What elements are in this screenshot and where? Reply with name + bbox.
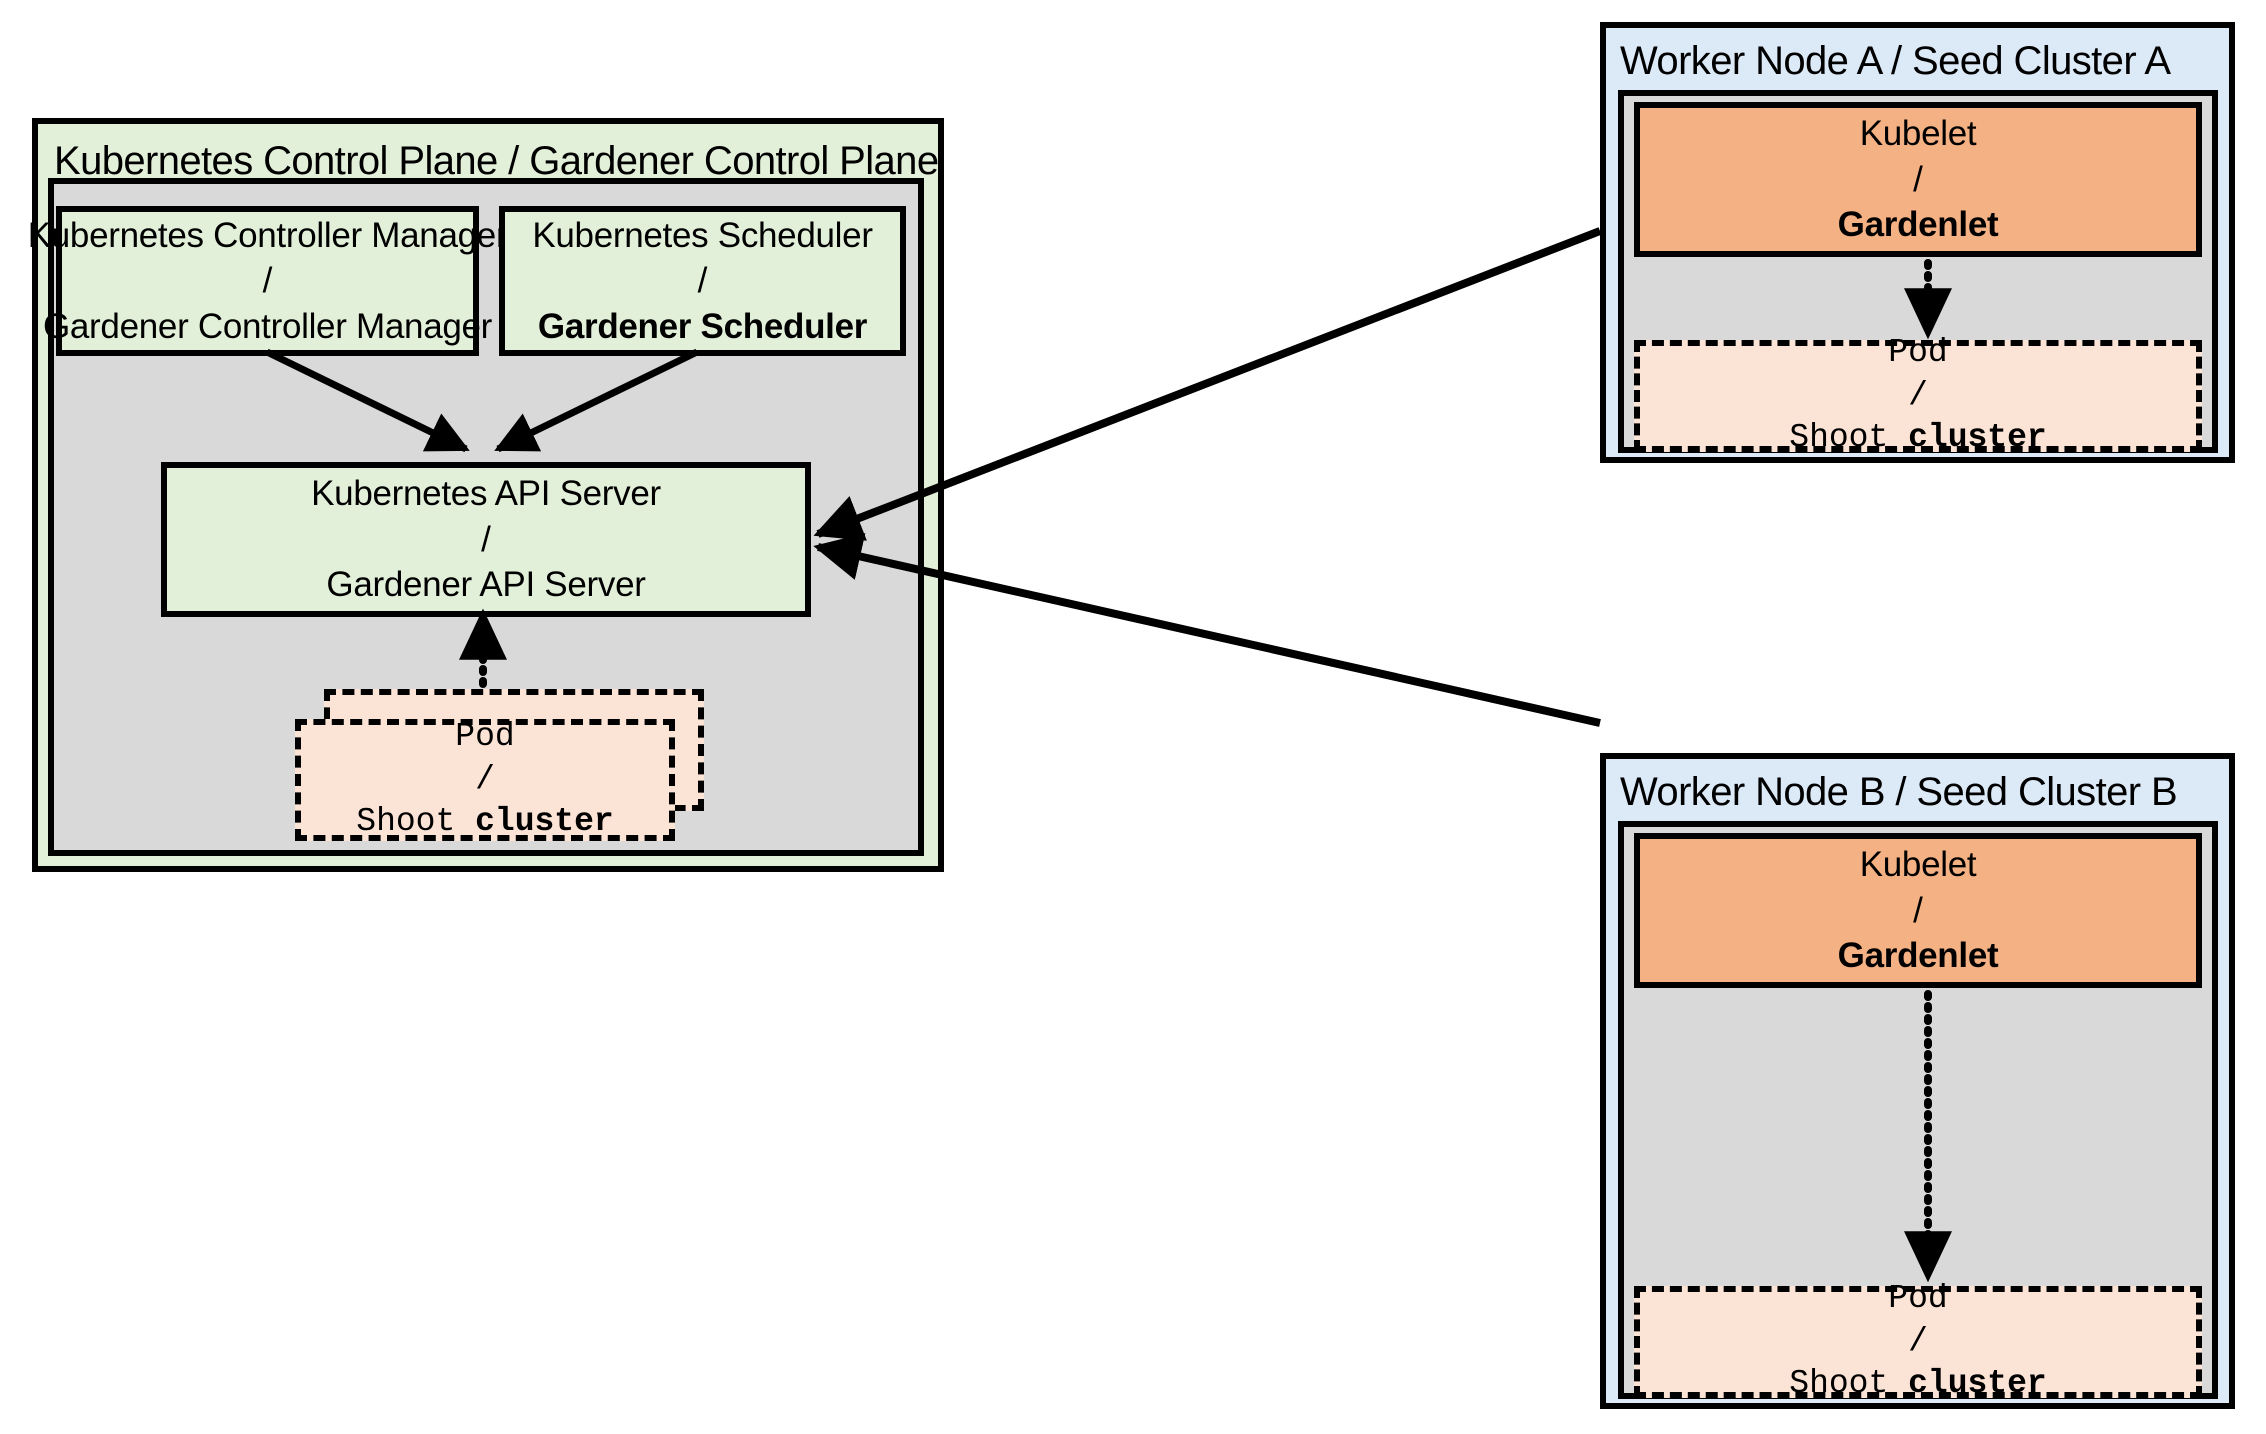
controller-manager-line1: Kubernetes Controller Manager bbox=[27, 215, 508, 255]
seed-b-pod-line1: Pod bbox=[1888, 1279, 1948, 1317]
seed-a-gardenlet-box[interactable]: Kubelet / Gardenlet bbox=[1634, 102, 2202, 257]
seed-a-pod-separator: / bbox=[1908, 376, 1928, 414]
seed-a-pod-line2: Shoot cluster bbox=[1789, 419, 2047, 457]
seed-a-gardenlet-line1: Kubelet bbox=[1859, 114, 1977, 154]
control-plane-pod-box[interactable]: Pod / Shoot cluster bbox=[295, 717, 675, 841]
seed-b-gardenlet-line2: Gardenlet bbox=[1837, 936, 1999, 976]
seed-b-pod-separator: / bbox=[1908, 1322, 1928, 1360]
seed-b-gardenlet-separator: / bbox=[1913, 890, 1923, 930]
control-plane-title: Kubernetes Control Plane / Gardener Cont… bbox=[54, 139, 939, 183]
control-plane-pod-line1: Pod bbox=[455, 717, 515, 755]
seed-b-pod-box[interactable]: Pod / Shoot cluster bbox=[1634, 1280, 2202, 1402]
kubernetes-controller-manager-box[interactable]: Kubernetes Controller Manager / Gardener… bbox=[28, 206, 508, 356]
seed-a-pod-line1: Pod bbox=[1888, 333, 1948, 371]
scheduler-line2: Gardener Scheduler bbox=[537, 306, 868, 346]
control-plane-panel: Kubernetes Control Plane / Gardener Cont… bbox=[28, 118, 944, 872]
seed-cluster-a-title: Worker Node A / Seed Cluster A bbox=[1620, 39, 2171, 83]
scheduler-line1: Kubernetes Scheduler bbox=[532, 215, 873, 255]
api-server-line2: Gardener API Server bbox=[326, 565, 646, 605]
seed-a-gardenlet-separator: / bbox=[1913, 159, 1923, 199]
api-server-line1: Kubernetes API Server bbox=[311, 474, 661, 514]
controller-manager-line2: Gardener Controller Manager bbox=[42, 306, 493, 346]
kubernetes-scheduler-box[interactable]: Kubernetes Scheduler / Gardener Schedule… bbox=[499, 206, 906, 356]
api-server-separator: / bbox=[481, 519, 491, 559]
control-plane-pod-line2: Shoot cluster bbox=[356, 803, 614, 841]
seed-a-pod-box[interactable]: Pod / Shoot cluster bbox=[1634, 334, 2202, 456]
seed-cluster-b-title: Worker Node B / Seed Cluster B bbox=[1620, 770, 2178, 814]
seed-cluster-a-panel: Worker Node A / Seed Cluster A Kubelet /… bbox=[1600, 22, 2235, 463]
seed-a-gardenlet-line2: Gardenlet bbox=[1837, 205, 1999, 245]
controller-manager-separator: / bbox=[262, 261, 273, 301]
seed-b-gardenlet-box[interactable]: Kubelet / Gardenlet bbox=[1634, 833, 2202, 988]
seed-cluster-b-panel: Worker Node B / Seed Cluster B Kubelet /… bbox=[1600, 753, 2235, 1409]
control-plane-pod-separator: / bbox=[475, 760, 495, 798]
kubernetes-api-server-box[interactable]: Kubernetes API Server / Gardener API Ser… bbox=[161, 462, 811, 617]
seed-b-pod-line2: Shoot cluster bbox=[1789, 1365, 2047, 1403]
seed-b-gardenlet-line1: Kubelet bbox=[1859, 845, 1977, 885]
scheduler-separator: / bbox=[697, 261, 708, 301]
